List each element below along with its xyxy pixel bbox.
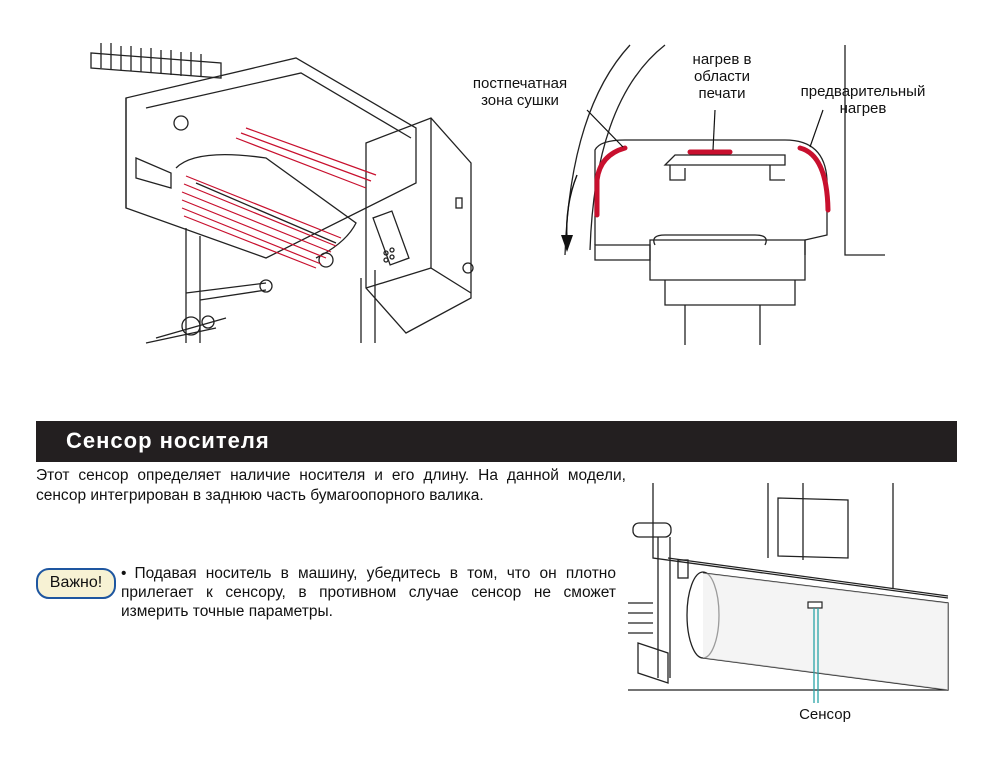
important-badge: Важно! bbox=[36, 568, 116, 599]
label-print-heater: нагрев в области печати bbox=[692, 51, 752, 102]
sensor-label: Сенсор bbox=[799, 706, 851, 723]
printer-illustration bbox=[90, 43, 474, 344]
intro-paragraph: Этот сенсор определяет наличие носителя … bbox=[36, 467, 626, 504]
section-title: Сенсор носителя bbox=[66, 428, 270, 453]
label-post-dry: постпечатная зона сушки bbox=[472, 75, 568, 109]
sensor-illustration bbox=[628, 483, 949, 703]
label-pre-heater: предварительный нагрев bbox=[800, 83, 926, 117]
heater-diagram bbox=[561, 44, 885, 345]
important-note: •Подавая носитель в машину, убедитесь в … bbox=[121, 564, 616, 621]
note-text: Подавая носитель в машину, убедитесь в т… bbox=[121, 565, 616, 620]
note-bullet: • bbox=[121, 565, 127, 582]
section-header-bar: Сенсор носителя bbox=[36, 421, 957, 462]
